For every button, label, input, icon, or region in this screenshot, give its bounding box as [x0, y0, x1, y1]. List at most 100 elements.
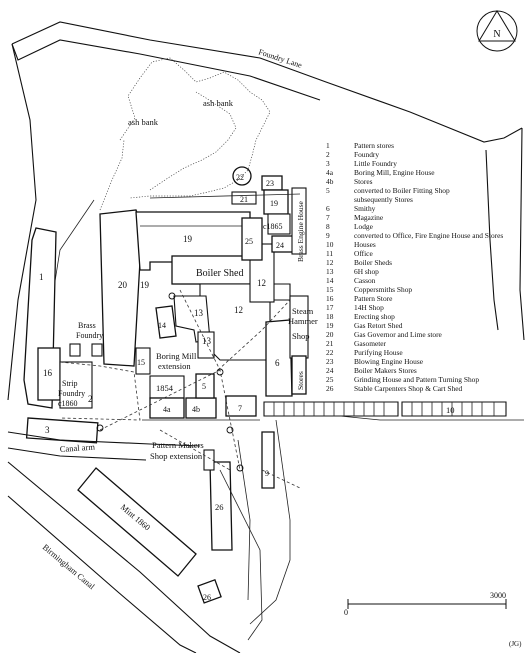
legend-text: subsequently Stores — [354, 195, 413, 204]
legend-number: 19 — [326, 321, 334, 330]
foundry-lane-label: Foundry Lane — [257, 47, 303, 70]
legend-number: 17 — [326, 303, 334, 312]
svg-text:12: 12 — [257, 278, 266, 288]
svg-text:Boiler Shed: Boiler Shed — [196, 268, 244, 279]
svg-text:Hammer: Hammer — [288, 316, 318, 326]
legend-number: 25 — [326, 375, 334, 384]
canal-arm: Canal arm — [7, 431, 201, 461]
legend-text: Boring Mill, Engine House — [354, 168, 435, 177]
birmingham-canal: Birmingham Canal — [7, 461, 241, 653]
legend-number: 26 — [326, 384, 334, 393]
legend-number: 18 — [326, 312, 334, 321]
legend-text: converted to Boiler Fitting Shop — [354, 186, 450, 195]
building-23-blowing-engine-house: 24 — [271, 235, 295, 253]
legend-text: Erecting shop — [354, 312, 395, 321]
brass-engine-house: Brass Engine House — [291, 187, 307, 262]
svg-text:14: 14 — [158, 321, 166, 330]
legend-text: Foundry — [354, 150, 380, 159]
building-21-gasometer: 22 — [232, 166, 252, 186]
svg-text:7: 7 — [238, 404, 242, 413]
svg-text:4b: 4b — [192, 405, 200, 414]
scale-end-label: 3000 — [490, 591, 506, 600]
legend-number — [326, 195, 354, 204]
legend-number: 13 — [326, 267, 334, 276]
legend-text: Little Foundry — [354, 159, 397, 168]
legend-row: 13 6H shop — [326, 267, 526, 276]
legend-number: 10 — [326, 240, 334, 249]
building-9-office-fire-engine: 9 — [261, 431, 275, 489]
ash-bank: ash bank ash bank — [99, 57, 271, 211]
legend-text: Gas Governor and Lime store — [354, 330, 442, 339]
legend-text: Blowing Engine House — [354, 357, 423, 366]
svg-text:3: 3 — [45, 425, 50, 435]
c1865-building: c1865 — [263, 213, 291, 235]
building-16-pattern-store: 16 — [37, 347, 61, 401]
legend-number: 24 — [326, 366, 334, 375]
legend-text: Boiler Makers Stores — [354, 366, 417, 375]
svg-text:extension: extension — [158, 361, 191, 371]
svg-text:13: 13 — [194, 308, 204, 318]
svg-text:Canal arm: Canal arm — [59, 442, 95, 454]
building-7-magazine: 7 — [225, 395, 257, 417]
building-2-foundry: 2 — [59, 361, 141, 421]
svg-text:9: 9 — [265, 469, 269, 478]
svg-text:Shop extension: Shop extension — [150, 451, 203, 461]
svg-text:Steam: Steam — [292, 306, 314, 316]
svg-text:24: 24 — [276, 241, 284, 250]
legend-row: 24 Boiler Makers Stores — [326, 366, 526, 375]
ash-bank-right-label: ash bank — [203, 98, 234, 108]
legend-row: 17 14H Shop — [326, 303, 526, 312]
svg-text:Stores: Stores — [296, 371, 305, 390]
legend-number: 8 — [326, 222, 330, 231]
svg-text:Strip: Strip — [62, 379, 78, 388]
site-boundary — [11, 21, 525, 341]
legend-number: 15 — [326, 285, 334, 294]
svg-text:c1860: c1860 — [58, 399, 78, 408]
legend-text: Gas Retort Shed — [354, 321, 403, 330]
svg-text:5: 5 — [202, 382, 206, 391]
legend-row: 19 Gas Retort Shed — [326, 321, 526, 330]
building-26-stable-cart-shed: 26 — [197, 579, 222, 604]
steam-hammer-shop: Steam Hammer Shop — [288, 295, 318, 359]
svg-text:1: 1 — [39, 272, 44, 282]
mint-building: Mint 1860 — [77, 467, 197, 577]
svg-text:2: 2 — [88, 394, 93, 404]
boring-mill-extension: Boring Mill extension 1854 — [149, 351, 197, 399]
legend-text: Smithy — [354, 204, 376, 213]
legend-text: Lodge — [354, 222, 373, 231]
svg-text:Foundry: Foundry — [58, 389, 85, 398]
svg-text:19: 19 — [140, 280, 150, 290]
svg-text:1854: 1854 — [156, 383, 174, 393]
svg-text:4a: 4a — [163, 405, 171, 414]
svg-text:10: 10 — [446, 405, 455, 415]
stores-building: Stores — [291, 355, 307, 395]
legend-text: 6H shop — [354, 267, 379, 276]
svg-text:Boring Mill: Boring Mill — [156, 351, 197, 361]
svg-text:22: 22 — [236, 173, 244, 182]
legend-row: subsequently Stores — [326, 195, 526, 204]
legend-number: 5 — [326, 186, 330, 195]
strip-foundry: Strip Foundry c1860 — [58, 361, 93, 409]
north-label: N — [493, 29, 500, 40]
legend-text: Office — [354, 249, 373, 258]
legend-text: Magazine — [354, 213, 384, 222]
scale-start-label: 0 — [344, 608, 348, 617]
legend-number: 12 — [326, 258, 334, 267]
svg-text:16: 16 — [43, 368, 53, 378]
legend-text: 14H Shop — [354, 303, 384, 312]
svg-text:21: 21 — [240, 195, 248, 204]
building-6-smithy: 6 — [265, 319, 293, 397]
north-arrow: N — [476, 10, 518, 52]
legend-row: 8 Lodge — [326, 222, 526, 231]
legend-text: Grinding House and Pattern Turning Shop — [354, 375, 480, 384]
